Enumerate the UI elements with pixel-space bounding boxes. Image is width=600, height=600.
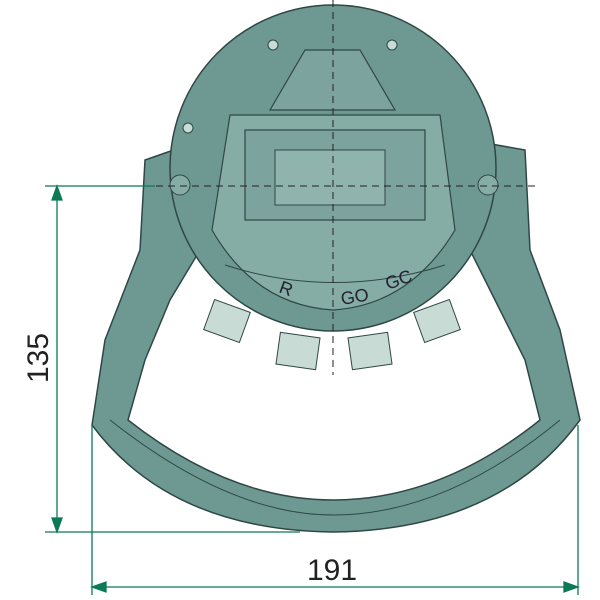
connector-go-1: [275, 331, 321, 371]
connector-gc: [413, 298, 461, 344]
connectors: [203, 298, 461, 371]
height-dimension-label: 135: [22, 333, 55, 383]
width-dimension-label: 191: [307, 554, 357, 587]
connector-go-2: [347, 331, 393, 371]
label-go: GO: [339, 284, 370, 309]
dimension-lines: [45, 184, 580, 595]
mounting-plate: [169, 4, 499, 332]
connector-r: [203, 298, 251, 344]
centerlines: [120, 0, 540, 375]
label-r: R: [277, 277, 296, 300]
